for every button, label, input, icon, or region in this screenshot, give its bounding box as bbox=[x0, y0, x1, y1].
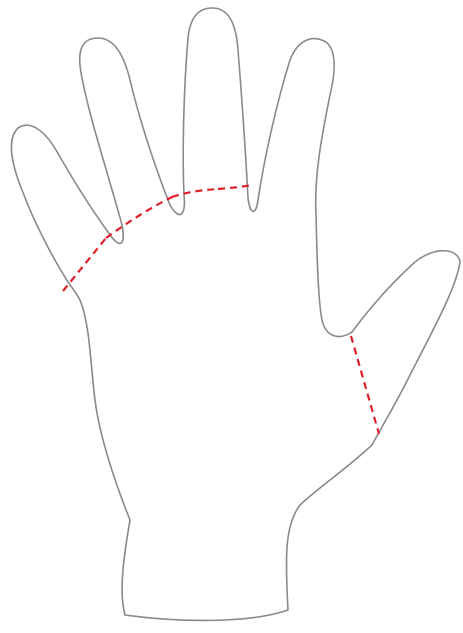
paper-background bbox=[0, 0, 463, 633]
hand-drawing bbox=[0, 0, 463, 633]
